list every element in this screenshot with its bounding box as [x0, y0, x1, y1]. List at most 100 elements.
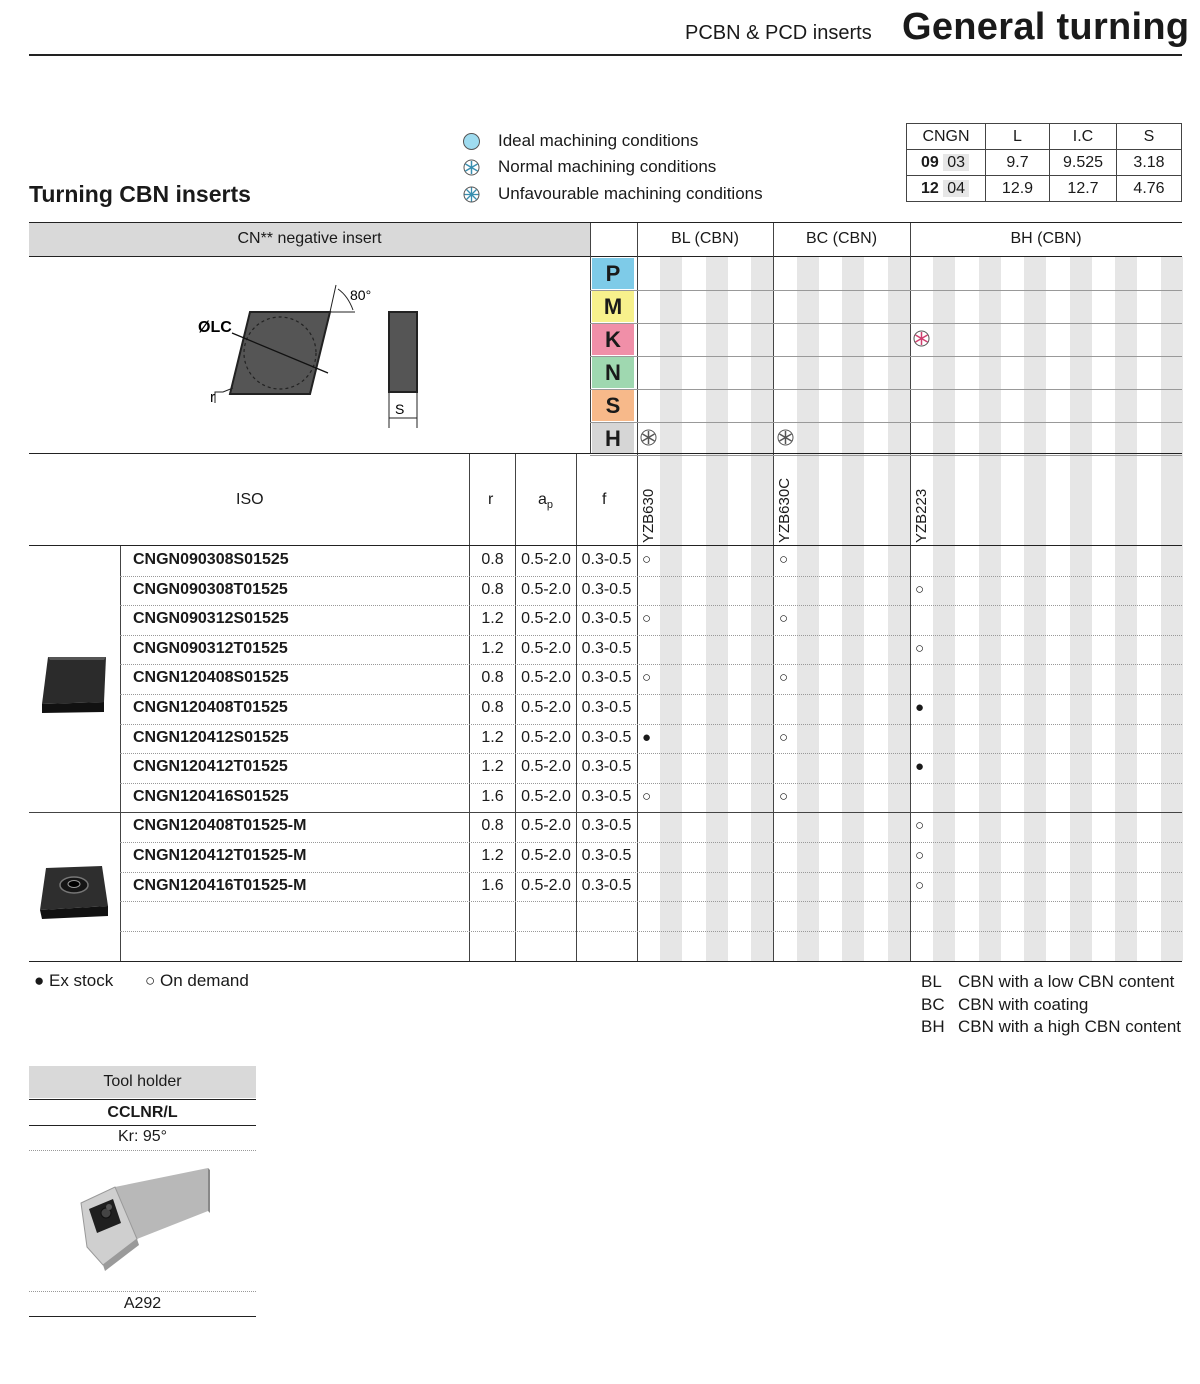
row-divider [120, 694, 1182, 695]
section-title: Turning CBN inserts [29, 181, 251, 207]
material-row-rule [590, 389, 1182, 390]
f-column-header: f [602, 491, 607, 508]
r-column-header: r [488, 491, 494, 508]
dim-code-bold: 12 [921, 179, 939, 197]
column-divider [637, 223, 638, 961]
tool-holder-header [29, 1066, 256, 1098]
group-rule [29, 256, 1182, 257]
ap-value: 0.5-2.0 [521, 610, 571, 628]
legend-unfavourable: Unfavourable machining conditions [463, 184, 763, 204]
iso-header-bottom-rule [29, 545, 1182, 546]
grade-stripe [1024, 257, 1046, 961]
abbr-bh-text: CBN with a high CBN content [958, 1017, 1181, 1036]
r-value: 0.8 [481, 551, 504, 568]
f-value: 0.3-0.5 [581, 847, 632, 864]
dim-code-suffix: 03 [943, 153, 970, 171]
header-subtitle: PCBN & PCD inserts [685, 22, 872, 44]
row-divider [120, 901, 1182, 902]
availability-mark: ○ [915, 876, 925, 894]
f-value: 0.3-0.5 [581, 728, 632, 746]
dim-ic: 12.7 [1049, 175, 1117, 202]
availability-mark: ○ [779, 669, 789, 687]
iso-code: CNGN120412T01525 [133, 758, 288, 776]
dim-header-s: S [1116, 123, 1182, 150]
r-value: 1.2 [481, 728, 504, 746]
row-divider [120, 783, 1182, 784]
availability-mark: ○ [915, 639, 925, 657]
grade-stripe [660, 257, 682, 961]
normal-icon [463, 159, 480, 176]
insert-image-chipbreaker [40, 866, 108, 919]
r-value: 1.6 [481, 787, 504, 805]
availability-mark: ○ [779, 610, 789, 628]
dim-header-l: L [985, 123, 1050, 150]
material-n: N [592, 357, 634, 388]
availability-mark: ○ [642, 787, 652, 805]
availability-mark: ○ [779, 787, 789, 805]
availability-mark: ○ [779, 551, 789, 568]
table-top-rule [29, 222, 1182, 223]
grade-stripe [842, 257, 864, 961]
grade-stripe [1115, 257, 1137, 961]
ap-header-text: a [538, 491, 547, 508]
dim-header-cngn: CNGN [906, 123, 986, 150]
ap-value: 0.5-2.0 [521, 758, 571, 776]
r-value: 0.8 [481, 669, 504, 687]
f-value: 0.3-0.5 [581, 876, 632, 894]
dim-code-bold: 09 [921, 153, 939, 171]
ap-value: 0.5-2.0 [521, 669, 571, 687]
availability-mark: ○ [915, 817, 925, 835]
material-row-rule [590, 290, 1182, 291]
legend-unfavourable-label: Unfavourable machining conditions [498, 184, 763, 203]
dim-l: 9.7 [985, 149, 1050, 176]
ap-value: 0.5-2.0 [521, 639, 571, 657]
abbr-bl-text: CBN with a low CBN content [958, 972, 1175, 991]
iso-code: CNGN120408T01525-M [133, 817, 307, 835]
availability-mark: ○ [642, 551, 652, 568]
row-divider [120, 931, 1182, 932]
column-divider [590, 223, 591, 454]
f-value: 0.3-0.5 [581, 669, 632, 687]
f-value: 0.3-0.5 [581, 787, 632, 805]
f-value: 0.3-0.5 [581, 551, 632, 568]
iso-code: CNGN120408S01525 [133, 669, 289, 687]
iso-code: CNGN120412S01525 [133, 728, 289, 746]
abbr-bl-code: BL [921, 972, 942, 991]
insert-type-label: CN** negative insert [237, 230, 382, 247]
material-h: H [592, 423, 634, 454]
material-row-rule [590, 455, 1182, 456]
row-divider [120, 664, 1182, 665]
legend-ideal-label: Ideal machining conditions [498, 131, 699, 150]
iso-code: CNGN120416T01525-M [133, 876, 307, 894]
dimensions-table: CNGN L I.C S 09 03 9.7 9.525 3.18 12 04 … [906, 123, 1182, 202]
column-divider [773, 223, 774, 961]
f-value: 0.3-0.5 [581, 817, 632, 835]
r-value: 1.2 [481, 610, 504, 628]
ex-stock-legend: ● Ex stock [34, 971, 114, 990]
tool-holder-name: CCLNR/L [107, 1104, 178, 1121]
material-s: S [592, 390, 634, 421]
f-value: 0.3-0.5 [581, 639, 632, 657]
ap-value: 0.5-2.0 [521, 728, 571, 746]
grade-label-yzb223: YZB223 [913, 488, 930, 543]
normal-condition-icon [777, 429, 794, 446]
tool-holder-title: Tool holder [103, 1073, 182, 1090]
ap-value: 0.5-2.0 [521, 817, 571, 835]
tool-holder-rule [29, 1125, 256, 1126]
ap-value: 0.5-2.0 [521, 699, 571, 716]
f-value: 0.3-0.5 [581, 758, 632, 776]
grade-stripe [751, 257, 773, 961]
availability-mark: ● [642, 728, 652, 746]
page-title: General turning [902, 6, 1190, 48]
tool-holder-kr: Kr: 95° [117, 1128, 168, 1145]
tool-holder-rule [29, 1099, 256, 1100]
material-row-rule [590, 356, 1182, 357]
material-row-rule [590, 323, 1182, 324]
ap-header-sub: p [546, 499, 554, 512]
insert-image-flat [42, 657, 106, 713]
grade-stripe [888, 257, 910, 961]
iso-code: CNGN090312T01525 [133, 639, 288, 657]
header-rule [29, 54, 1182, 56]
iso-code: CNGN090308T01525 [133, 580, 288, 598]
abbr-bc-code: BC [921, 995, 945, 1014]
